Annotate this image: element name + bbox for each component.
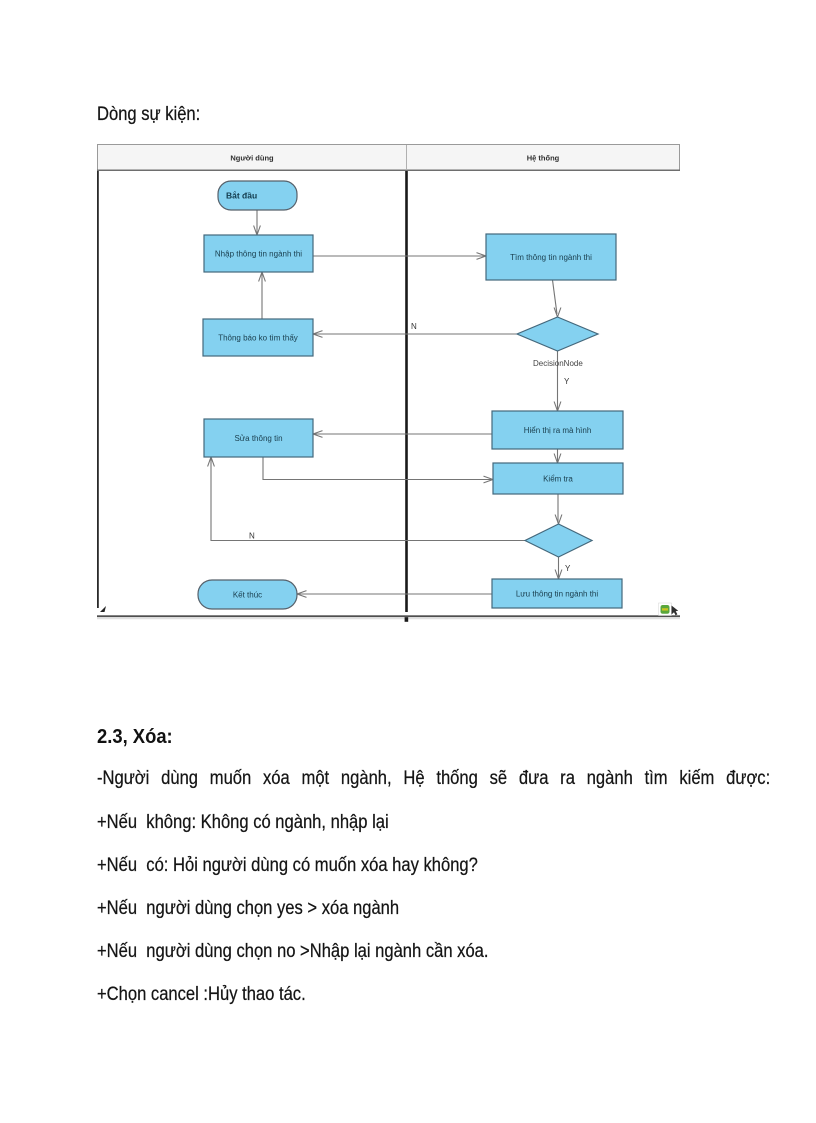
svg-text:Y: Y [564,377,570,386]
svg-text:Tìm thông tin ngành thi: Tìm thông tin ngành thi [510,253,592,262]
svg-text:Bắt đầu: Bắt đầu [226,190,257,201]
svg-text:Kiểm tra: Kiểm tra [543,475,573,484]
svg-text:Sửa thông tin: Sửa thông tin [234,434,282,443]
svg-text:Nhập thông tin ngành thi: Nhập thông tin ngành thi [215,250,302,259]
svg-text:Kết thúc: Kết thúc [233,591,262,600]
svg-text:Hiển thị ra mà hình: Hiển thị ra mà hình [524,426,592,435]
svg-text:Lưu thông tin ngành thi: Lưu thông tin ngành thi [516,590,599,599]
svg-text:Người dùng: Người dùng [230,154,274,163]
svg-text:DecisionNode: DecisionNode [533,359,583,368]
svg-text:Hệ thống: Hệ thống [527,154,560,163]
svg-text:Thông báo ko tìm thấy: Thông báo ko tìm thấy [218,334,298,343]
svg-text:Y: Y [565,564,571,573]
svg-text:N: N [411,322,417,331]
svg-text:N: N [249,532,255,541]
